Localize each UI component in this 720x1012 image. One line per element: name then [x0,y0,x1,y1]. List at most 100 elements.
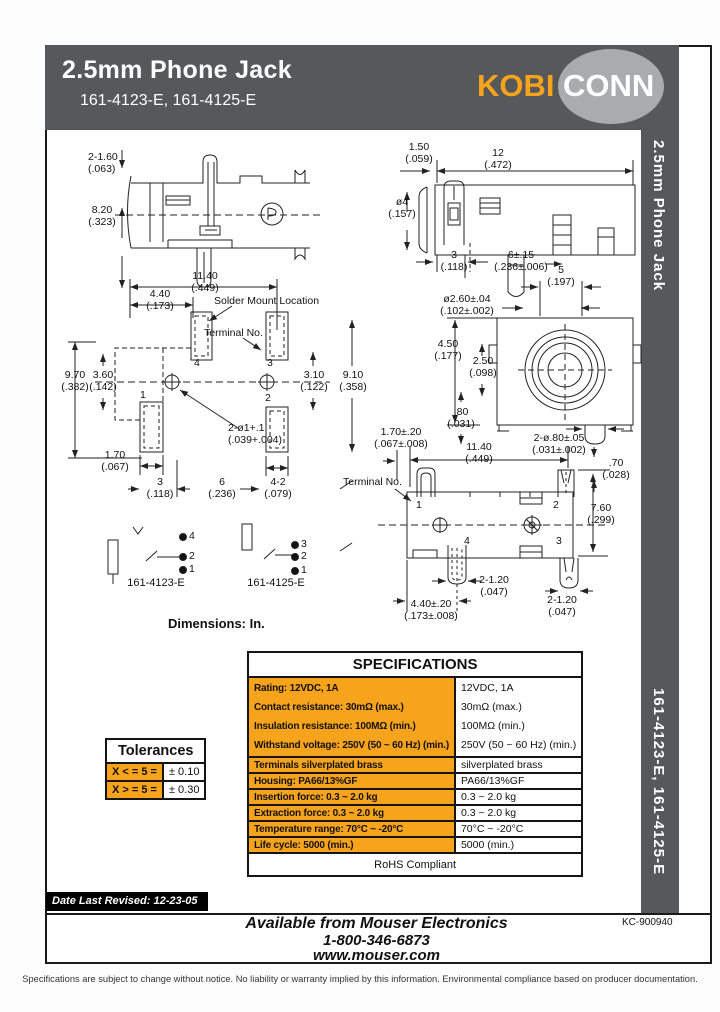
spec-value: PA66/13%GF [453,772,584,790]
dim-label: 9.10 (.358) [339,369,367,394]
terminal-no-label: Terminal No. [204,327,263,339]
schematic-name: 161-4123-E [127,577,185,589]
terminal-number: 2 [553,499,559,511]
dim-label: 1.70±.20 (.067±.008) [374,426,428,451]
dim-label: 1.50 (.059) [405,141,433,166]
mouser-phone: 1-800-346-6873 [323,931,430,949]
dim-label: 5 (.197) [547,264,575,289]
dim-label: 2-ø.80±.05 (.031±.002) [532,432,586,457]
kobiconn-logo-ellipse [558,49,664,124]
dim-label: 3 (.118) [440,249,468,274]
spec-value: 0.3 ~ 2.0 kg [453,788,584,806]
tolerance-value: ± 0.30 [161,780,207,800]
dim-label: 4-2 (.079) [264,476,292,501]
dim-label: 2-1.20 (.047) [479,574,509,599]
kobiconn-logo-kobi: KOBI [477,68,555,103]
spec-value: silverplated brass [453,756,584,774]
solder-mount-label: Solder Mount Location [214,295,320,307]
dim-label: 9.70 (.382) [61,369,89,394]
dim-label: ø4 (.157) [388,196,416,221]
spec-label: Life cycle: 5000 (min.) [247,836,456,854]
terminal-no-label: Terminal No. [343,476,402,488]
schematic-pin: 1 [189,563,195,575]
sidebar-title: 2.5mm Phone Jack [650,140,667,292]
dim-label: 4.50 (.177) [434,338,462,363]
mouser-availability: Available from Mouser Electronics [245,915,508,932]
tolerance-value: ± 0.10 [161,762,207,782]
dim-label: .70 (.028) [602,457,630,482]
terminal-number: 3 [556,535,562,547]
schematic-pin: 2 [301,550,307,562]
dim-label: 1.70 (.067) [101,449,129,474]
tolerance-condition: X < = 5 = [105,762,164,782]
spec-value-group: 12VDC, 1A 30mΩ (max.) 100MΩ (min.) 250V … [453,676,584,758]
dim-label: 3.60 (.142) [89,369,117,394]
spec-label: Extraction force: 0.3 ~ 2.0 kg [247,804,456,822]
terminal-number: 1 [140,389,146,401]
disclaimer-text: Specifications are subject to change wit… [22,974,698,984]
spec-value: 70°C ~ -20°C [453,820,584,838]
dim-label: 3 (.118) [146,476,174,501]
dim-label: 6±.15 (.236±.006) [494,249,548,274]
dim-label: 11.40 (.449) [465,441,493,466]
table-row: X < = 5 = ± 0.10 [105,762,207,782]
schematic-pin: 4 [189,530,195,542]
dim-label: 11.40 (.449) [191,270,219,295]
spec-label: Insertion force: 0.3 ~ 2.0 kg [247,788,456,806]
footer-divider [45,913,710,915]
dim-label: 7.60 (.299) [587,502,615,527]
tolerances-table: Tolerances X < = 5 = ± 0.10 X > = 5 = ± … [104,738,207,800]
date-last-revised: Date Last Revised: 12-23-05 [46,892,208,911]
spec-label: Temperature range: 70°C ~ -20°C [247,820,456,838]
schematic-pin: 3 [301,538,307,550]
table-row: RoHS Compliant [246,852,584,877]
schematic-pin: 2 [189,550,195,562]
kobiconn-logo-conn: CONN [563,68,655,103]
dim-label: 12 (.472) [484,147,512,172]
mouser-website: www.mouser.com [313,947,440,965]
dim-label: 2-1.20 (.047) [547,594,577,619]
terminal-number: 2 [265,392,271,404]
side-band [641,130,679,913]
terminal-number: 3 [267,357,273,369]
table-row: X > = 5 = ± 0.30 [105,780,207,800]
specifications-table: SPECIFICATIONS Rating: 12VDC, 1A Contact… [246,651,584,877]
schematic-name: 161-4125-E [247,577,305,589]
dim-label: 4.40±.20 (.173±.008) [404,598,458,623]
spec-value: 5000 (min.) [453,836,584,854]
spec-label: Terminals silverplated brass [247,756,456,774]
dim-label: 4.40 (.173) [146,288,174,313]
spec-value: 0.3 ~ 2.0 kg [453,804,584,822]
page-title: 2.5mm Phone Jack [62,56,292,84]
table-row: Rating: 12VDC, 1A Contact resistance: 30… [247,676,584,758]
specifications-title: SPECIFICATIONS [246,651,584,678]
sidebar-part-numbers: 161-4123-E, 161-4125-E [650,688,667,876]
spec-label: Housing: PA66/13%GF [247,772,456,790]
dim-label: 2-1.60 (.063) [88,151,118,176]
spec-label-group: Rating: 12VDC, 1A Contact resistance: 30… [247,676,456,758]
dim-label: 3.10 (.122) [300,369,328,394]
terminal-number: 4 [464,535,470,547]
dim-label: ø2.60±.04 (.102±.002) [440,293,494,318]
rohs-compliant-label: RoHS Compliant [246,852,584,877]
dim-label: 8.20 (.323) [88,204,116,229]
part-numbers: 161-4123-E, 161-4125-E [80,92,257,109]
dim-label: 6 (.236) [208,476,236,501]
table-row: Life cycle: 5000 (min.)5000 (min.) [247,836,584,854]
dimensions-note: Dimensions: In. [168,616,265,631]
document-code: KC-900940 [622,917,673,928]
dim-label: .80 (.031) [447,406,475,431]
tolerances-title: Tolerances [104,738,207,764]
schematic-pin: 1 [301,564,307,576]
terminal-number: 1 [416,499,422,511]
tolerance-condition: X > = 5 = [105,780,164,800]
dim-label: 2-ø1+.1 (.039+.004) [228,422,282,447]
mouser-block: Available from Mouser Electronics 1-800-… [45,915,708,965]
dim-label: 2.50 (.098) [469,355,497,380]
